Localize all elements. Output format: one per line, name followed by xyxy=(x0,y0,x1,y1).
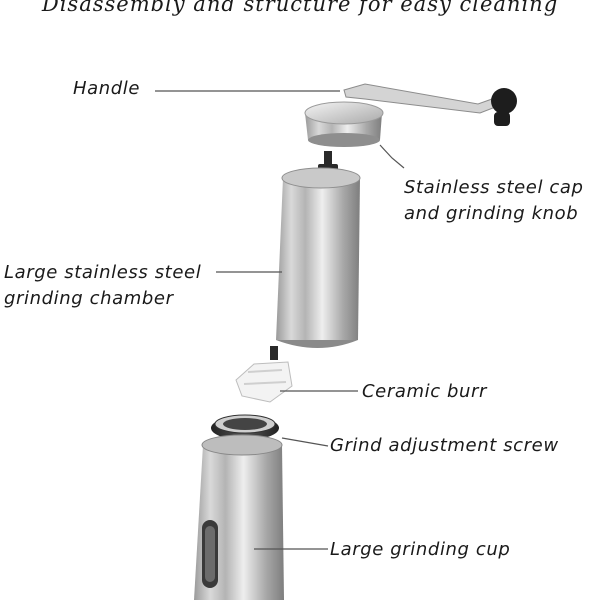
cup-part xyxy=(194,434,284,600)
chamber-part xyxy=(276,167,361,348)
handle-part xyxy=(343,83,517,126)
cap-leader xyxy=(379,144,405,169)
cap-part xyxy=(304,101,384,147)
screw-part xyxy=(211,414,279,440)
burr-part xyxy=(235,361,293,403)
chamber-label-line2: grinding chamber xyxy=(4,288,174,309)
shaft-bottom xyxy=(270,346,278,360)
diagram-title: Disassembly and structure for easy clean… xyxy=(41,0,559,16)
screw-label: Grind adjustment screw xyxy=(330,435,559,456)
chamber-label-line1: Large stainless steel xyxy=(4,262,202,283)
screw-leader xyxy=(281,437,329,447)
handle-label: Handle xyxy=(73,78,141,99)
cap-label-line2: and grinding knob xyxy=(404,203,579,224)
burr-label: Ceramic burr xyxy=(362,381,488,402)
cap-label-line1: Stainless steel cap xyxy=(404,177,584,198)
cup-label: Large grinding cup xyxy=(330,539,511,560)
